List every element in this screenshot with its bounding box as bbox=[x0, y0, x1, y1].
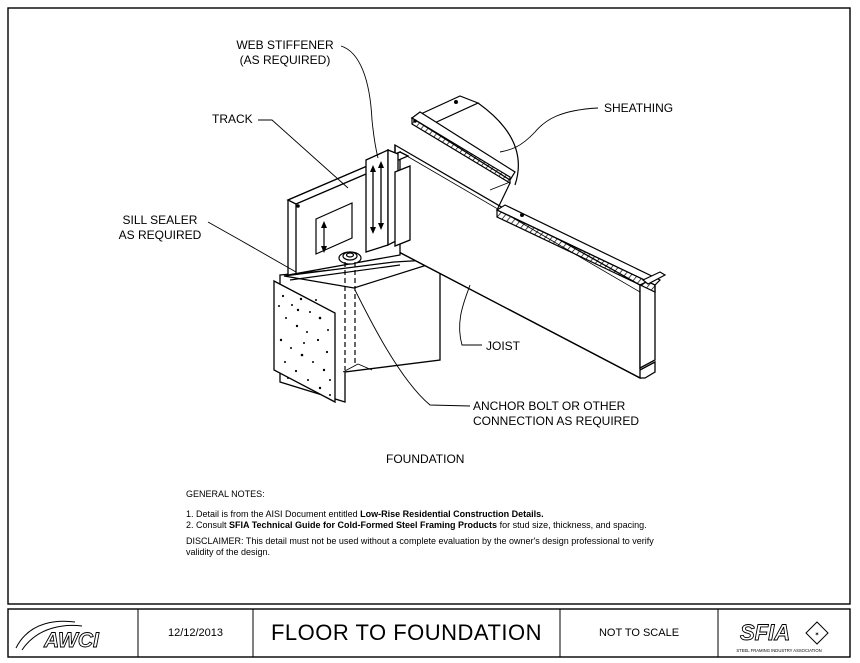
note-2-prefix: 2. Consult bbox=[186, 520, 230, 530]
leader-anchor-bolt bbox=[354, 289, 471, 407]
label-anchor-bolt-line2: CONNECTION AS REQUIRED bbox=[473, 414, 640, 428]
note-2-bold: SFIA Technical Guide for Cold-Formed Ste… bbox=[229, 520, 498, 530]
label-sheathing: SHEATHING bbox=[604, 101, 674, 115]
notes-heading: GENERAL NOTES: bbox=[186, 489, 265, 499]
anchor-bolt bbox=[338, 251, 373, 373]
label-anchor-bolt-line1: ANCHOR BOLT OR OTHER bbox=[473, 399, 626, 413]
sfia-emblem-icon bbox=[805, 621, 829, 645]
leader-sheathing bbox=[499, 107, 599, 153]
label-web-stiffener-line2: (AS REQUIRED) bbox=[239, 53, 331, 67]
note-1: 1. Detail is from the AISI Document enti… bbox=[186, 509, 806, 520]
disclaimer-line2: validity of the design. bbox=[186, 547, 271, 557]
sheathing bbox=[410, 95, 667, 293]
label-web-stiffener-line1: WEB STIFFENER bbox=[236, 38, 334, 52]
label-track: TRACK bbox=[212, 112, 253, 126]
label-sill-sealer: SILL SEALER AS REQUIRED bbox=[110, 213, 210, 243]
leader-web-stiffener bbox=[340, 45, 379, 159]
note-1-bold: Low-Rise Residential Construction Detail… bbox=[360, 509, 544, 519]
awci-logo: AWCI bbox=[15, 620, 100, 652]
leader-lines bbox=[207, 45, 599, 407]
sfia-emblem-mark: ✶ bbox=[814, 631, 819, 638]
sfia-tagline: STEEL FRAMING INDUSTRY ASSOCIATION bbox=[736, 648, 821, 653]
sheet-border bbox=[7, 7, 851, 658]
disclaimer-line1: DISCLAIMER: This detail must not be used… bbox=[186, 536, 654, 546]
note-2: 2. Consult SFIA Technical Guide for Cold… bbox=[186, 520, 806, 531]
leader-track bbox=[258, 119, 349, 189]
foundation-wall bbox=[273, 259, 441, 404]
title-block-scale: NOT TO SCALE bbox=[598, 627, 680, 639]
title-block-title: FLOOR TO FOUNDATION bbox=[270, 620, 543, 645]
label-foundation: FOUNDATION bbox=[386, 452, 465, 466]
label-joist: JOIST bbox=[486, 339, 521, 353]
sfia-logo-text: SFIA bbox=[740, 620, 790, 645]
awci-logo-text: AWCI bbox=[43, 629, 100, 652]
label-sill-sealer-line1: SILL SEALER bbox=[122, 213, 198, 227]
note-1-text: 1. Detail is from the AISI Document enti… bbox=[186, 509, 361, 519]
sfia-logo: SFIA ✶ STEEL FRAMING INDUSTRY ASSOCIATIO… bbox=[736, 620, 829, 653]
label-anchor-bolt: ANCHOR BOLT OR OTHER CONNECTION AS REQUI… bbox=[473, 399, 639, 429]
general-notes: GENERAL NOTES: 1. Detail is from the AIS… bbox=[186, 489, 806, 558]
label-web-stiffener: WEB STIFFENER (AS REQUIRED) bbox=[230, 38, 340, 68]
leader-sill-sealer bbox=[207, 221, 297, 273]
label-sill-sealer-line2: AS REQUIRED bbox=[118, 228, 202, 242]
leader-joist bbox=[459, 284, 482, 346]
concrete-speckle bbox=[278, 294, 331, 396]
clip-plate bbox=[315, 202, 353, 255]
web-stiffener bbox=[365, 148, 411, 253]
note-2-suffix: for stud size, thickness, and spacing. bbox=[497, 520, 647, 530]
title-block-date: 12/12/2013 bbox=[167, 627, 224, 639]
